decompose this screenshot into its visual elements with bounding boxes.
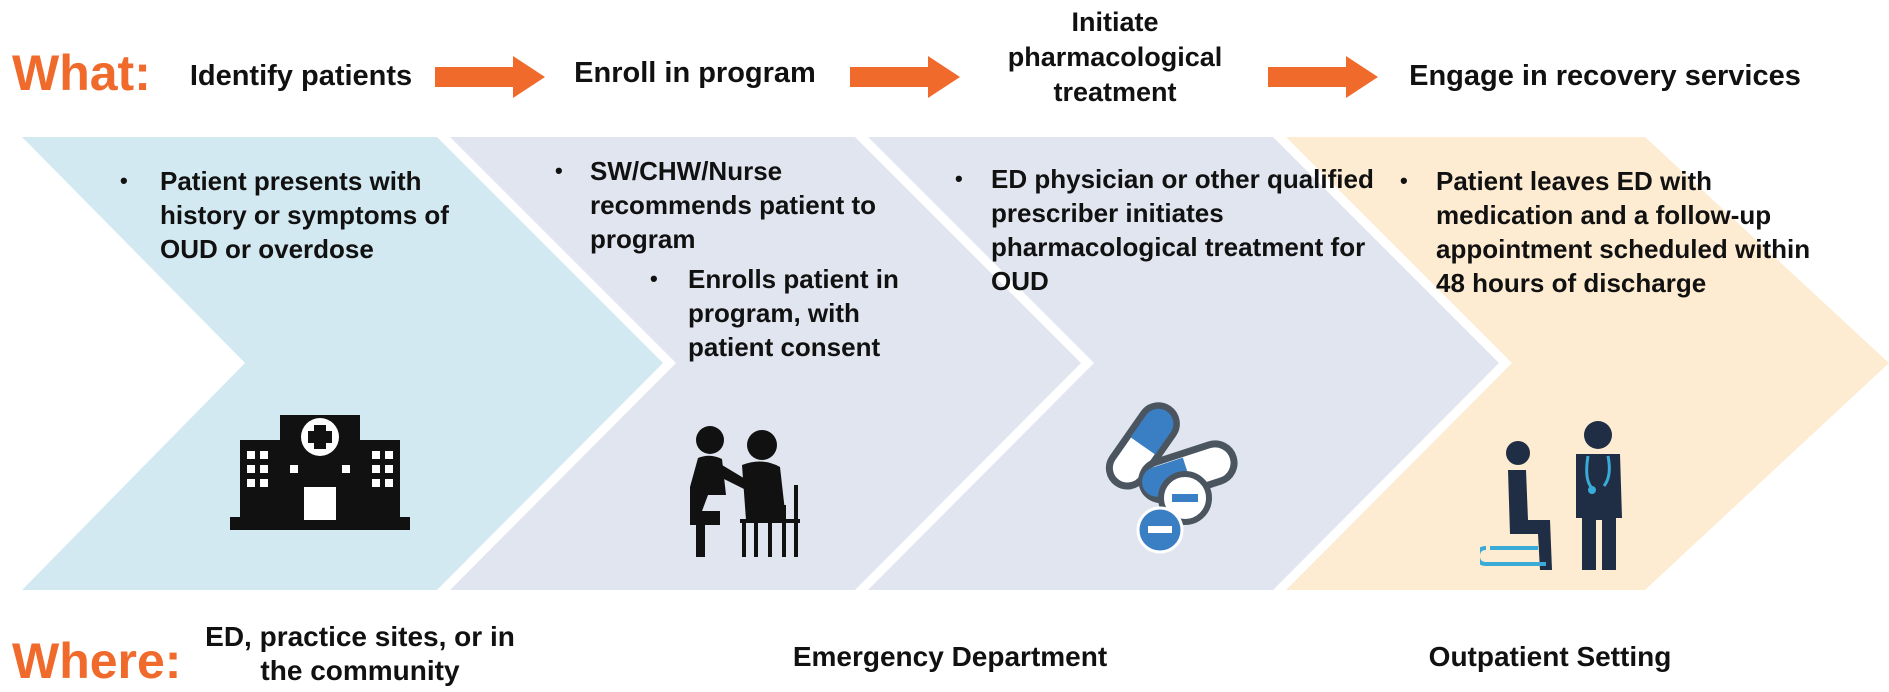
step-engage-recovery: Engage in recovery services: [1409, 60, 1801, 92]
doctor-patient-icon: [1480, 421, 1622, 570]
panel-3-text: ED physician or other qualified prescrib…: [991, 164, 1374, 296]
panel-2-text-1: SW/CHW/Nurse recommends patient to progr…: [590, 156, 877, 254]
step-enroll-in-program: Enroll in program: [574, 57, 816, 89]
chevron-panel-initiate: [868, 137, 1499, 590]
arrow-right-icon: [850, 56, 960, 98]
panel-2-bullet-2: • Enrolls patient in program, with patie…: [650, 262, 940, 364]
arrow-right-icon: [1268, 56, 1378, 98]
what-label: What:: [12, 45, 151, 101]
where-emergency-department: Emergency Department: [792, 641, 1108, 672]
panel-4-text: Patient leaves ED with medication and a …: [1436, 166, 1811, 298]
chevron-panel-identify: [22, 137, 663, 590]
where-ed-practice-community: ED, practice sites, or in the community: [205, 621, 515, 686]
panel-1-bullet: • Patient presents with history or sympt…: [120, 164, 480, 266]
pills-icon: [1105, 402, 1238, 554]
panel-1-text: Patient presents with history or symptom…: [160, 166, 449, 264]
where-label: Where:: [12, 633, 182, 689]
hospital-icon: [230, 415, 410, 530]
chevron-panel-engage: [1286, 137, 1889, 590]
panel-2-text-2: Enrolls patient in program, with patient…: [688, 264, 899, 362]
caregiver-wheelchair-icon: [690, 426, 800, 557]
step-identify-patients: Identify patients: [189, 60, 413, 92]
panel-3-bullet: • ED physician or other qualified prescr…: [955, 164, 1374, 296]
panel-2-bullet-1: • SW/CHW/Nurse recommends patient to pro…: [555, 154, 925, 256]
arrow-right-icon: [435, 56, 545, 98]
where-outpatient-setting: Outpatient Setting: [1428, 641, 1672, 672]
panel-4-bullet: • Patient leaves ED with medication and …: [1400, 164, 1840, 300]
chevron-panel-enroll: [450, 137, 1081, 590]
step-initiate-treatment: Initiate pharmacological treatment: [1007, 7, 1223, 108]
